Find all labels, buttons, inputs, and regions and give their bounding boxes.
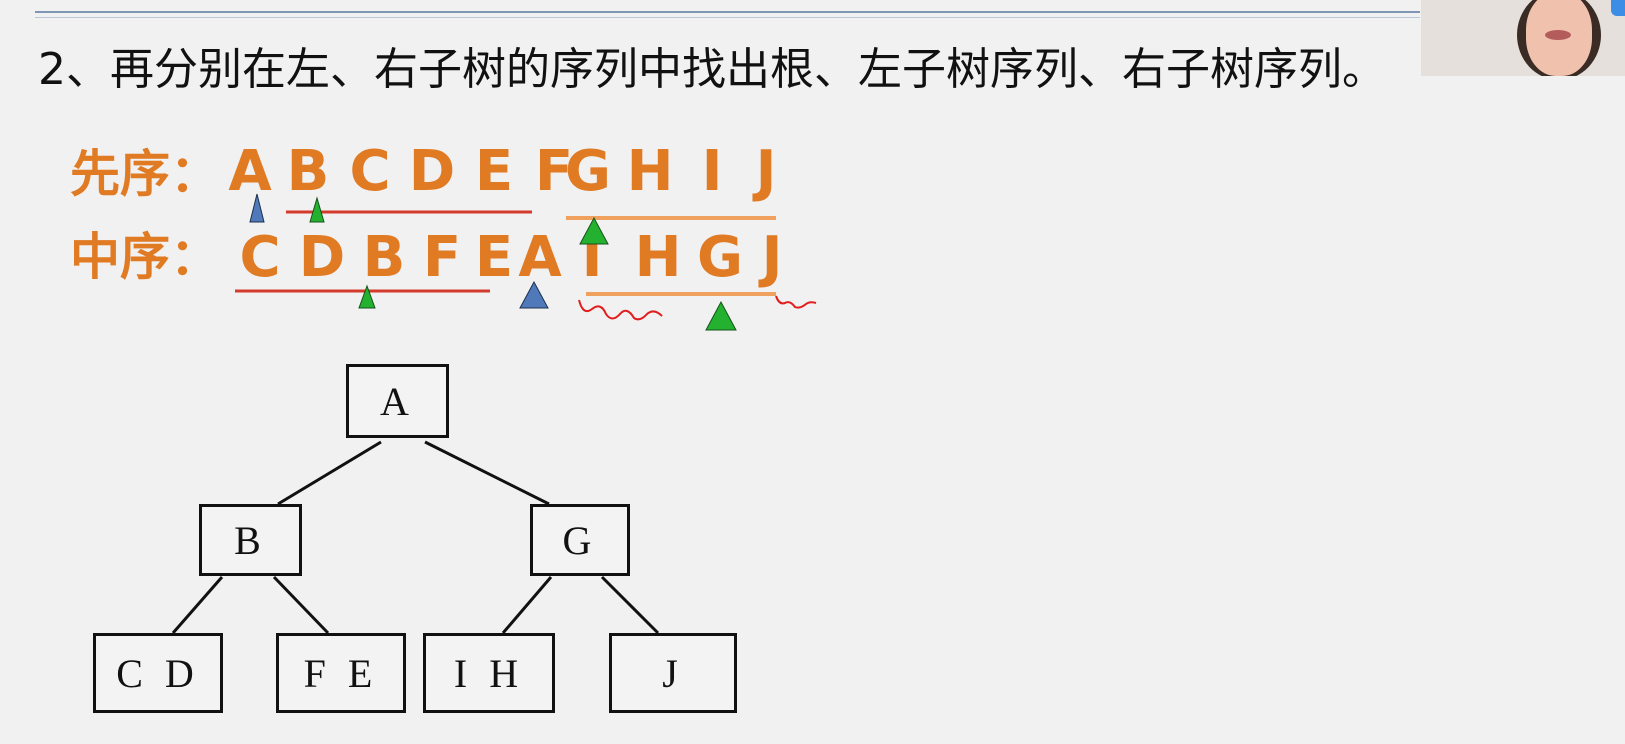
inorder-letter-2: D xyxy=(298,225,346,290)
tree-edge-a-g xyxy=(424,440,550,506)
inorder-letter-6: A xyxy=(518,225,562,290)
inorder-right-root-marker-icon xyxy=(705,300,737,331)
slide-heading: 2、再分别在左、右子树的序列中找出根、左子树序列、右子树序列。 xyxy=(38,44,1386,95)
camera-badge-icon xyxy=(1611,0,1625,16)
top-divider-line xyxy=(35,11,1420,13)
inorder-root-marker-icon xyxy=(519,280,549,309)
preorder-root-marker-icon xyxy=(249,193,265,223)
inorder-letter-8: H xyxy=(634,225,682,290)
preorder-letter-3: C xyxy=(349,139,391,204)
presenter-webcam-thumbnail xyxy=(1421,0,1625,76)
preorder-letter-9: I xyxy=(701,139,723,204)
inorder-label: 中序： xyxy=(70,228,220,286)
top-divider-line-secondary xyxy=(35,17,1420,18)
preorder-letter-5: E xyxy=(474,139,514,204)
inorder-letter-1: C xyxy=(239,225,281,290)
presenter-mouth xyxy=(1545,30,1571,40)
tree-node-j: J xyxy=(609,633,737,713)
tree-edge-a-b xyxy=(277,440,382,506)
tree-edge-g-j xyxy=(600,575,660,635)
tree-edge-b-fe xyxy=(272,575,330,635)
preorder-letter-7: G xyxy=(565,139,611,204)
preorder-label: 先序： xyxy=(70,145,220,203)
tree-node-a: A xyxy=(346,364,449,438)
inorder-letter-9: G xyxy=(697,225,743,290)
handwritten-squiggle-1 xyxy=(578,299,663,321)
handwritten-squiggle-2 xyxy=(775,295,817,309)
tree-node-fe: F E xyxy=(276,633,406,713)
inorder-letter-10: J xyxy=(761,225,783,290)
preorder-right-root-marker-icon xyxy=(579,216,609,245)
preorder-letter-6: F xyxy=(534,139,574,204)
preorder-letter-1: A xyxy=(228,139,272,204)
tree-edge-g-ih xyxy=(501,576,553,634)
tree-node-cd: C D xyxy=(93,633,223,713)
preorder-letter-4: D xyxy=(408,139,456,204)
inorder-letter-3: B xyxy=(362,225,406,290)
tree-node-ih: I H xyxy=(423,633,555,713)
preorder-letter-10: J xyxy=(755,139,777,204)
inorder-letter-5: E xyxy=(474,225,514,290)
preorder-letter-8: H xyxy=(626,139,674,204)
preorder-left-root-marker-icon xyxy=(309,196,325,223)
inorder-left-root-marker-icon xyxy=(358,284,376,309)
tree-node-b: B xyxy=(199,504,302,576)
inorder-letter-4: F xyxy=(422,225,462,290)
tree-edge-b-cd xyxy=(171,576,224,634)
preorder-letter-2: B xyxy=(286,139,330,204)
tree-node-g: G xyxy=(530,504,630,576)
